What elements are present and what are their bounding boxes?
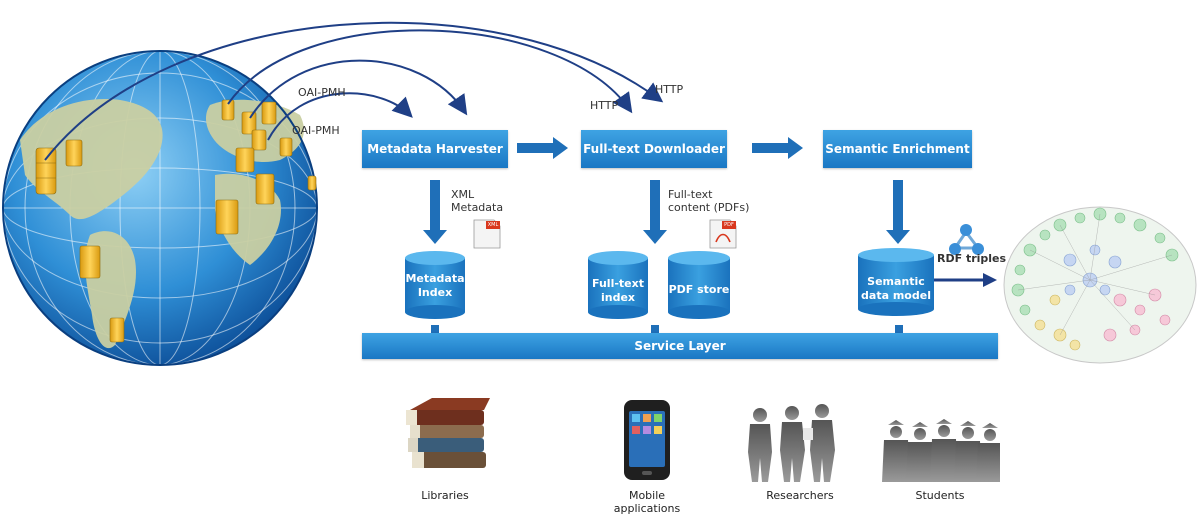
books-icon	[406, 398, 490, 468]
fulltext-downloader-box: Full-text Downloader	[581, 130, 727, 168]
mobile-applications-label: Mobile applications	[613, 489, 681, 515]
metadata-index-cylinder	[405, 251, 465, 319]
repository-stacks	[35, 99, 317, 343]
researchers-label: Researchers	[766, 489, 834, 502]
pdf-file-tag: PDF	[724, 222, 734, 228]
pdf-store-cylinder	[668, 251, 730, 319]
researchers-icon	[748, 404, 835, 482]
xml-file-icon	[473, 219, 501, 249]
metadata-harvester-box: Metadata Harvester	[362, 130, 508, 168]
pdf-store-label: PDF store	[668, 283, 730, 296]
database-icon	[35, 147, 57, 195]
xml-file-tag: XML	[487, 222, 499, 228]
http-label-right: HTTP	[655, 83, 684, 96]
globe-icon	[2, 50, 318, 366]
libraries-label: Libraries	[421, 489, 469, 502]
xml-metadata-label: XML Metadata	[451, 188, 504, 214]
rdf-arrow	[933, 273, 997, 287]
pdf-file-icon	[709, 219, 737, 249]
oai-pmh-label-upper: OAI-PMH	[298, 86, 346, 99]
oai-pmh-label-lower: OAI-PMH	[292, 124, 340, 137]
semantic-enrichment-box: Semantic Enrichment	[823, 130, 972, 168]
fulltext-index-label: Full-text index	[592, 277, 644, 304]
students-icon	[882, 419, 1000, 482]
semantic-model-label: Semantic data model	[861, 275, 931, 302]
http-label-left: HTTP	[590, 99, 619, 112]
phone-icon	[624, 400, 670, 480]
rdf-molecule-icon	[949, 224, 984, 255]
linked-data-cloud	[1003, 206, 1197, 364]
service-layer-bar: Service Layer	[362, 333, 998, 359]
semantic-model-cylinder	[858, 248, 934, 316]
students-label: Students	[915, 489, 965, 502]
rdf-triples-label: RDF triples	[937, 252, 1007, 265]
harvest-arcs	[44, 21, 664, 161]
fulltext-content-label: Full-text content (PDFs)	[668, 188, 750, 214]
metadata-index-label: Metadata Index	[405, 272, 465, 299]
fulltext-index-cylinder	[588, 251, 648, 319]
